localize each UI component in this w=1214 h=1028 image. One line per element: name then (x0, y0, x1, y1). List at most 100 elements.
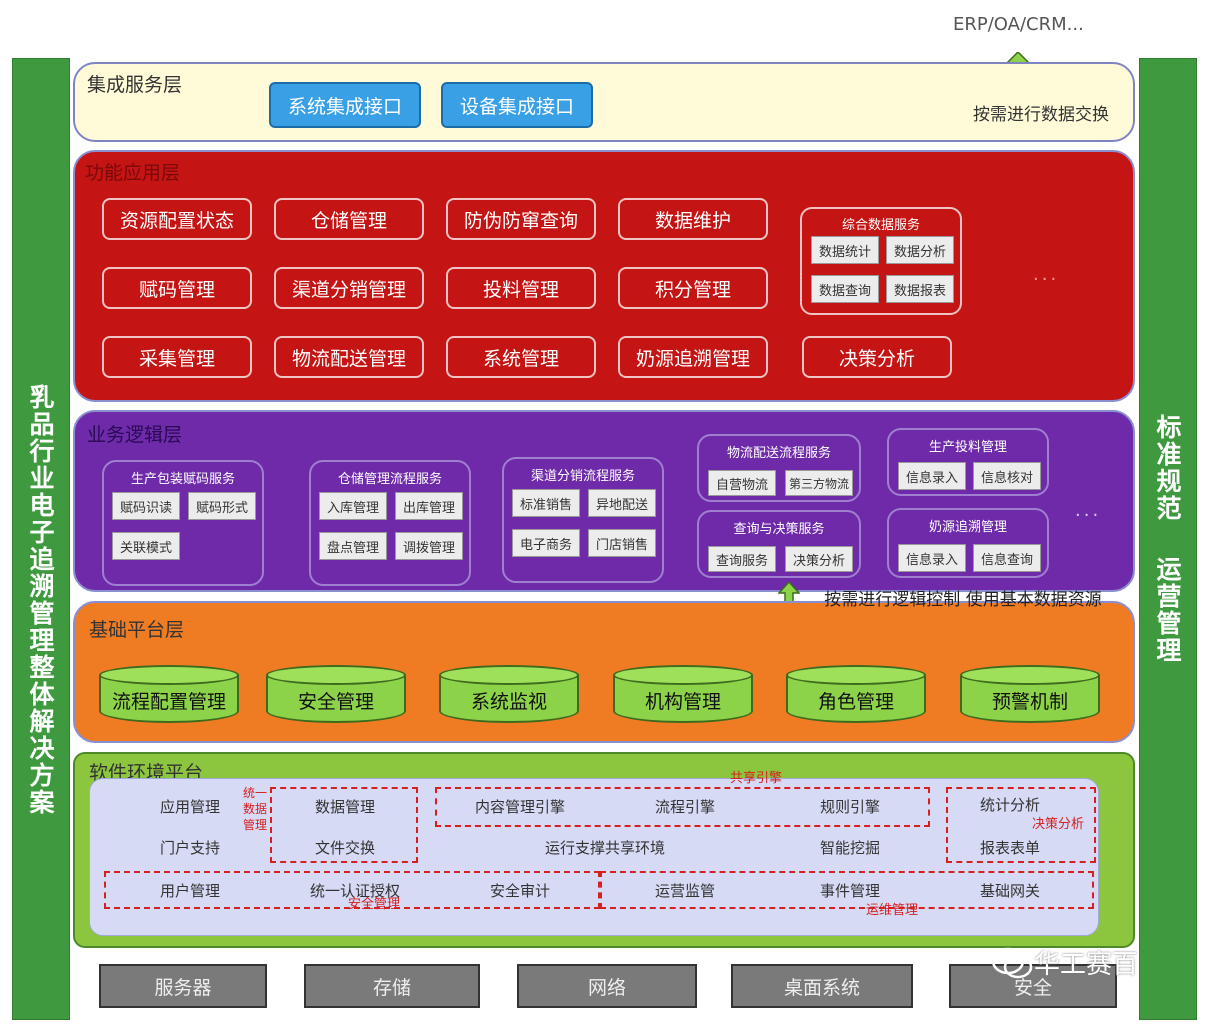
production-coding-service-title: 生产包装赋码服务 (130, 472, 235, 487)
warehouse-process-service: 仓储管理流程服务 入库管理 出库管理 盘点管理 调拨管理 (309, 460, 471, 586)
feeding-management: 投料管理 (446, 267, 596, 309)
shared-engine-group (435, 787, 930, 827)
desktop-system-box: 桌面系统 (731, 964, 913, 1008)
info-check-feeding: 信息核对 (973, 462, 1041, 490)
security-management-group (104, 871, 600, 909)
production-feeding-management-title: 生产投料管理 (928, 440, 1007, 455)
channel-distribution-service-title: 渠道分销流程服务 (530, 469, 635, 484)
event-management: 事件管理 (819, 881, 880, 900)
e-commerce: 电子商务 (512, 529, 580, 557)
data-analysis: 数据分析 (886, 236, 954, 264)
organization-management-label: 机构管理 (644, 691, 721, 713)
role-management-label: 角色管理 (817, 691, 894, 713)
report-forms: 报表表单 (979, 838, 1040, 857)
right-title-column: 标准规范 运营管理 (1139, 58, 1197, 1020)
intelligent-mining: 智能挖掘 (819, 838, 880, 857)
ops-management-red-label: 运维管理 (866, 903, 919, 918)
right-title-operations: 运营管理 (1156, 555, 1182, 665)
function-application-layer: 功能应用层 资源配置状态 仓储管理 防伪防窜查询 数据维护 赋码管理 渠道分销管… (73, 150, 1135, 402)
role-management-cylinder: 角色管理 (786, 665, 926, 723)
third-party-logistics: 第三方物流 (785, 470, 853, 496)
self-logistics: 自营物流 (708, 470, 776, 496)
warehouse-process-service-title: 仓储管理流程服务 (337, 472, 442, 487)
decision-analysis: 决策分析 (802, 336, 952, 378)
security-management-red-label: 安全管理 (348, 897, 401, 912)
system-management: 系统管理 (446, 336, 596, 378)
business-more: ... (1075, 500, 1102, 521)
decision-analysis-chip: 决策分析 (785, 546, 853, 572)
storage-box: 存储 (304, 964, 480, 1008)
decision-analysis-red-label: 决策分析 (1032, 817, 1085, 832)
process-config-label: 流程配置管理 (111, 691, 226, 713)
logistics-delivery-management: 物流配送管理 (274, 336, 424, 378)
software-inner-panel: 应用管理 数据管理 内容管理引擎 流程引擎 规则引擎 统计分析 门户支持 文件交… (89, 771, 1099, 936)
runtime-shared-environment: 运行支撑共享环境 (544, 838, 665, 857)
channel-distribution-management: 渠道分销管理 (274, 267, 424, 309)
server-box: 服务器 (99, 964, 267, 1008)
base-platform-layer: 基础平台层 按需进行逻辑控制 使用基本数据资源 流程配置管理 安全管理 系统监视… (73, 590, 1135, 743)
data-exchange-note: 按需进行数据交换 (973, 105, 1109, 125)
query-service: 查询服务 (708, 546, 776, 572)
integration-layer: 集成服务层 系统集成接口 设备集成接口 按需进行数据交换 (73, 62, 1135, 142)
process-config-cylinder: 流程配置管理 (99, 665, 239, 723)
transfer-management: 调拨管理 (395, 532, 463, 560)
unified-auth: 统一认证授权 (309, 881, 400, 900)
shared-engine-red-label: 共享引擎 (730, 771, 783, 786)
data-query: 数据查询 (811, 275, 879, 303)
decision-analysis-group (946, 787, 1096, 863)
external-systems-label: ERP/OA/CRM... (953, 14, 1084, 35)
system-monitor-label: 系统监视 (470, 691, 547, 713)
security-box: 安全 (949, 964, 1117, 1008)
data-statistics: 数据统计 (811, 236, 879, 264)
alert-mechanism-cylinder: 预警机制 (960, 665, 1100, 723)
right-title-standards: 标准规范 (1156, 413, 1182, 523)
system-integration-interface: 系统集成接口 (269, 82, 421, 128)
data-management-red-label: 统一数据管理 (242, 786, 267, 832)
content-engine: 内容管理引擎 (474, 797, 565, 816)
info-query-milk: 信息查询 (973, 544, 1041, 572)
wechat-icon (991, 947, 1033, 978)
operation-supervision: 运营监管 (654, 881, 715, 900)
logistics-process-service-title: 物流配送流程服务 (726, 446, 831, 461)
association-mode: 关联模式 (112, 532, 180, 560)
device-integration-interface: 设备集成接口 (441, 82, 593, 128)
milk-source-management: 奶源追溯管理 信息录入 信息查询 (887, 508, 1049, 578)
milk-source-management-title: 奶源追溯管理 (928, 520, 1007, 535)
software-environment-layer: 软件环境平台 应用管理 数据管理 内容管理引擎 流程引擎 规则引擎 统计分析 门… (73, 752, 1135, 948)
inbound-management: 入库管理 (319, 492, 387, 520)
anti-counterfeit-query: 防伪防窜查询 (446, 198, 596, 240)
portal-support: 门户支持 (159, 838, 220, 857)
inventory-management: 盘点管理 (319, 532, 387, 560)
standard-sales: 标准销售 (512, 489, 580, 517)
function-more: ... (1033, 264, 1060, 285)
outbound-management: 出库管理 (395, 492, 463, 520)
security-audit: 安全审计 (489, 881, 550, 900)
watermark: 华工赛百 (990, 944, 1138, 981)
query-decision-service: 查询与决策服务 查询服务 决策分析 (697, 510, 861, 578)
channel-distribution-service: 渠道分销流程服务 标准销售 异地配送 电子商务 门店销售 (502, 457, 664, 583)
business-logic-layer: 业务逻辑层 生产包装赋码服务 赋码识读 赋码形式 关联模式 仓储管理流程服务 入… (73, 410, 1135, 592)
store-sales: 门店销售 (588, 529, 656, 557)
logistics-process-service: 物流配送流程服务 自营物流 第三方物流 (697, 434, 861, 502)
base-layer-title: 基础平台层 (89, 619, 185, 641)
security-management-label: 安全管理 (297, 691, 374, 713)
points-management: 积分管理 (618, 267, 768, 309)
code-reading: 赋码识读 (112, 492, 180, 520)
query-decision-service-title: 查询与决策服务 (733, 522, 825, 537)
workflow-engine: 流程引擎 (654, 797, 715, 816)
user-management: 用户管理 (159, 881, 220, 900)
production-feeding-management: 生产投料管理 信息录入 信息核对 (887, 428, 1049, 496)
watermark-text: 华工赛百 (1034, 950, 1139, 980)
remote-delivery: 异地配送 (588, 489, 656, 517)
info-entry-feeding: 信息录入 (898, 462, 966, 490)
integrated-data-service-title: 综合数据服务 (841, 218, 920, 233)
data-management-group (270, 787, 418, 863)
business-layer-title: 业务逻辑层 (87, 424, 183, 446)
resource-config-status: 资源配置状态 (102, 198, 252, 240)
alert-mechanism-label: 预警机制 (991, 691, 1068, 713)
rule-engine: 规则引擎 (819, 797, 880, 816)
milk-source-traceability: 奶源追溯管理 (618, 336, 768, 378)
coding-management: 赋码管理 (102, 267, 252, 309)
production-coding-service: 生产包装赋码服务 赋码识读 赋码形式 关联模式 (102, 460, 264, 586)
system-monitor-cylinder: 系统监视 (439, 665, 579, 723)
